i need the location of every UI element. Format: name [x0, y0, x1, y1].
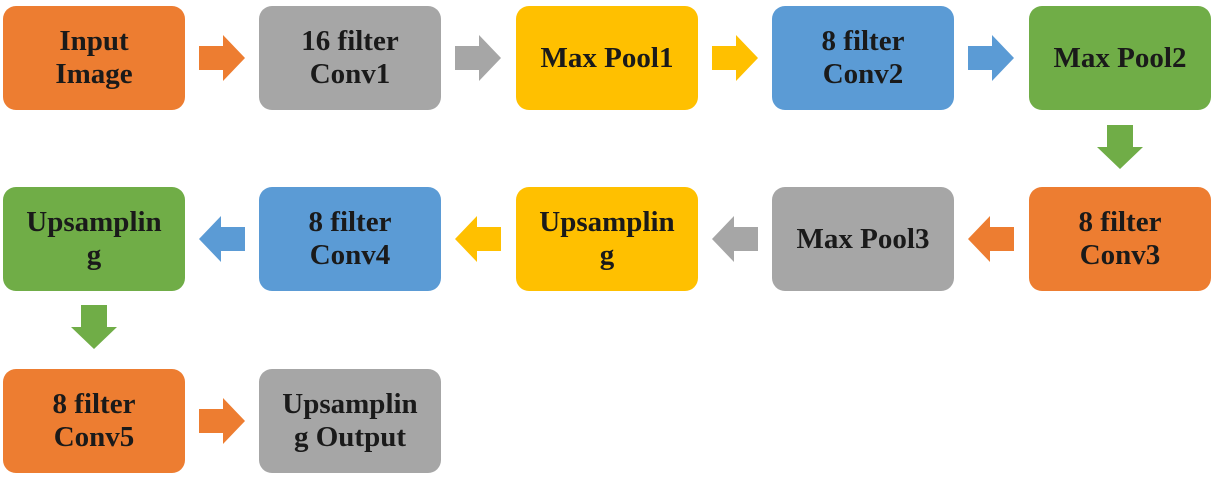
- node-maxpool1: Max Pool1: [516, 6, 698, 110]
- node-maxpool3: Max Pool3: [772, 187, 954, 291]
- arrow-right-icon-input-to-conv1: [199, 35, 245, 81]
- node-upsampling-2: Upsamplin g: [3, 187, 185, 291]
- node-maxpool2: Max Pool2: [1029, 6, 1211, 110]
- node-upsampling-output: Upsamplin g Output: [259, 369, 441, 473]
- node-label-input-image: Input Image: [55, 25, 133, 90]
- arrow-down-icon-maxpool2-to-conv3: [1097, 125, 1143, 169]
- arrow-down-icon-upsampling2-to-conv5: [71, 305, 117, 349]
- arrow-right-icon-conv5-to-output: [199, 398, 245, 444]
- node-conv5: 8 filter Conv5: [3, 369, 185, 473]
- node-conv2: 8 filter Conv2: [772, 6, 954, 110]
- arrow-left-icon-conv3-to-maxpool3: [968, 216, 1014, 262]
- arrow-right-icon-conv1-to-maxpool1: [455, 35, 501, 81]
- arrow-right-icon-maxpool1-to-conv2: [712, 35, 758, 81]
- node-label-conv1: 16 filter Conv1: [301, 25, 399, 90]
- node-label-upsampling-output: Upsamplin g Output: [282, 388, 418, 453]
- arrow-left-icon-conv4-to-upsampling2: [199, 216, 245, 262]
- node-label-conv5: 8 filter Conv5: [52, 388, 136, 453]
- node-upsampling-1: Upsamplin g: [516, 187, 698, 291]
- node-label-upsampling-1: Upsamplin g: [539, 206, 675, 271]
- node-label-conv3: 8 filter Conv3: [1078, 206, 1162, 271]
- node-conv4: 8 filter Conv4: [259, 187, 441, 291]
- node-conv3: 8 filter Conv3: [1029, 187, 1211, 291]
- node-label-maxpool1: Max Pool1: [540, 41, 674, 74]
- node-conv1: 16 filter Conv1: [259, 6, 441, 110]
- arrow-right-icon-conv2-to-maxpool2: [968, 35, 1014, 81]
- node-label-conv2: 8 filter Conv2: [821, 25, 905, 90]
- node-label-maxpool2: Max Pool2: [1053, 41, 1187, 74]
- arrow-left-icon-upsampling1-to-conv4: [455, 216, 501, 262]
- arrow-left-icon-maxpool3-to-upsampling1: [712, 216, 758, 262]
- node-label-conv4: 8 filter Conv4: [308, 206, 392, 271]
- node-label-maxpool3: Max Pool3: [796, 222, 930, 255]
- node-input-image: Input Image: [3, 6, 185, 110]
- node-label-upsampling-2: Upsamplin g: [26, 206, 162, 271]
